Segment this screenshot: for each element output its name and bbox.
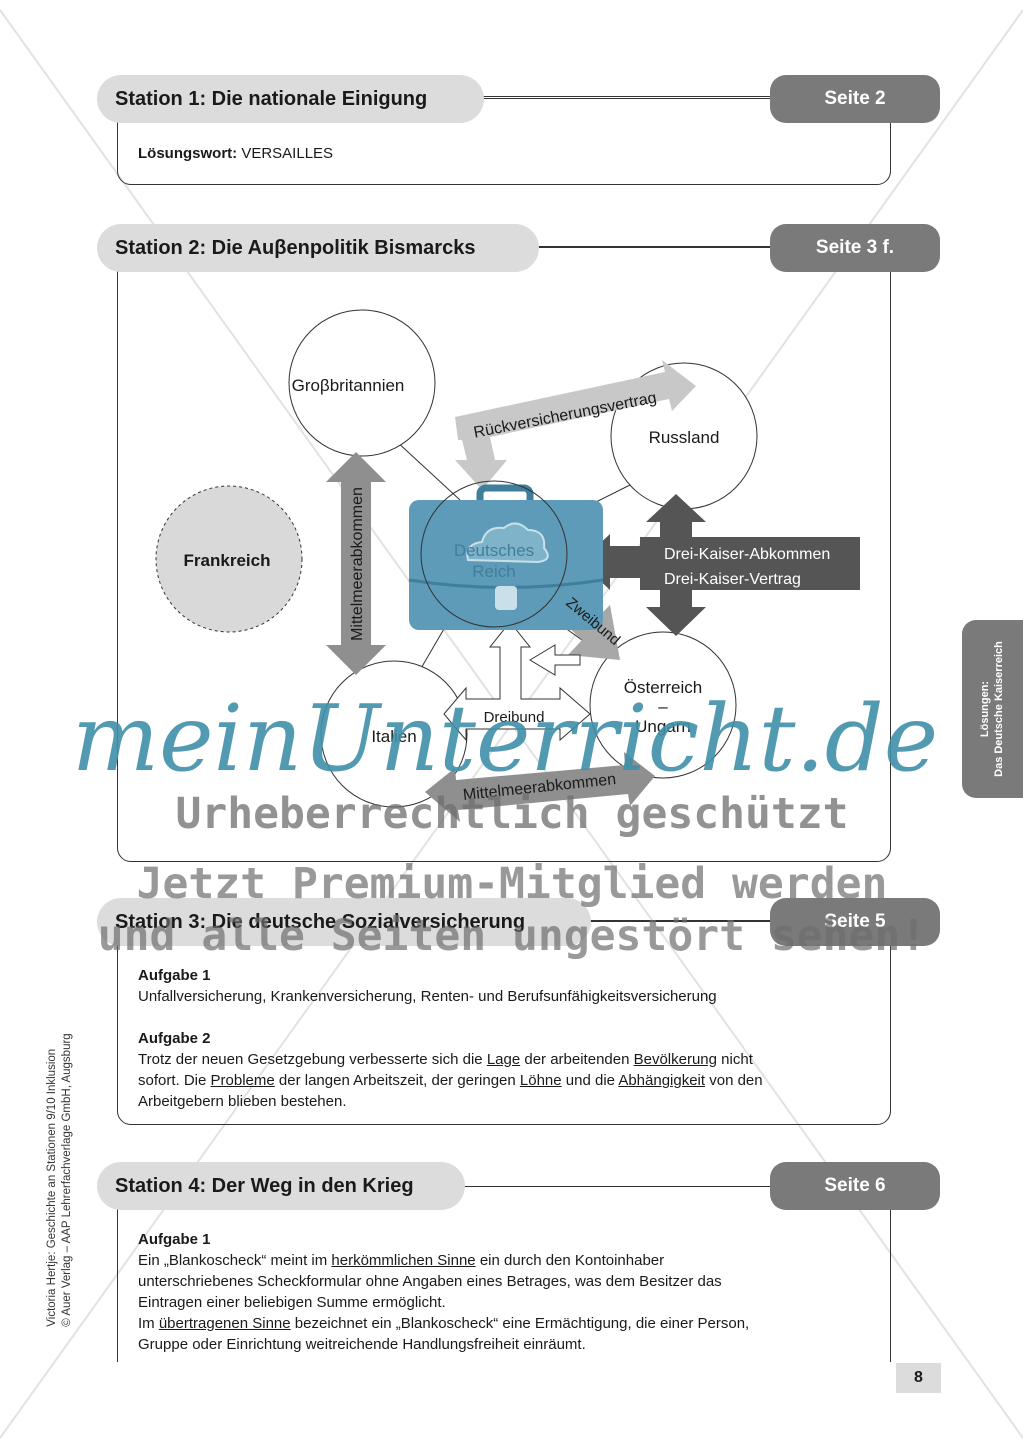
station1-box: [117, 96, 891, 185]
s3-a1-label: Aufgabe 1: [138, 967, 211, 984]
label-russland: Russland: [649, 428, 720, 447]
station4-page: Seite 6: [770, 1162, 940, 1210]
dreibund-arrows: [443, 621, 591, 742]
s4-line3: Eintragen einer beliebigen Summe ermögli…: [138, 1294, 446, 1311]
station3-line: [588, 921, 775, 922]
label-deutsches-2: Reich: [472, 562, 515, 581]
mittelmeer-vertical-arrow: [326, 452, 386, 675]
station1-line: [480, 98, 775, 99]
station1-title: Station 1: Die nationale Einigung: [97, 75, 484, 123]
s3-a2-line2: sofort. Die Probleme der langen Arbeitsz…: [138, 1072, 763, 1089]
label-oesterreich-2: –: [658, 697, 668, 716]
circle-italien: [320, 660, 468, 808]
station2-page: Seite 3 f.: [770, 224, 940, 272]
chapter-side-tab-text: Lösungen: Das Deutsche Kaiserreich: [979, 641, 1005, 777]
label-dreikaiser-1: Drei-Kaiser-Abkommen: [664, 546, 830, 563]
circle-frankreich: [155, 485, 303, 633]
label-grossbritannien: Groβbritannien: [292, 376, 405, 395]
label-dreibund: Dreibund: [484, 709, 545, 726]
station4-content: Aufgabe 1 Ein „Blankoscheck“ meint im he…: [138, 1229, 878, 1355]
station1-page: Seite 2: [770, 75, 940, 123]
station4-line: [462, 1186, 775, 1187]
s4-line4: Im übertragenen Sinne bezeichnet ein „Bl…: [138, 1315, 750, 1332]
label-italien: Italien: [371, 727, 416, 746]
circle-grossbritannien: [288, 309, 436, 457]
label-frankreich: Frankreich: [184, 551, 271, 570]
page-number: 8: [896, 1363, 941, 1393]
label-mittelmeer-vertical: Mittelmeerabkommen: [349, 487, 366, 641]
s4-line1: Ein „Blankoscheck“ meint im herkömmliche…: [138, 1252, 665, 1269]
mittelmeer-bottom-arrow: [425, 752, 655, 822]
publisher-credit: Victoria Hertje: Geschichte an Stationen…: [46, 1033, 73, 1327]
dreikaiser-arrow: [580, 494, 860, 636]
rueckversicherung-arrow: [455, 360, 696, 490]
station3-page: Seite 5: [770, 898, 940, 946]
station3-title: Station 3: Die deutsche Sozialversicheru…: [97, 898, 591, 946]
s3-a2-line3: Arbeitgebern blieben bestehen.: [138, 1093, 347, 1110]
s4-line5: Gruppe oder Einrichtung weitreichende Ha…: [138, 1336, 586, 1353]
station4-title: Station 4: Der Weg in den Krieg: [97, 1162, 465, 1210]
s4-line2: unterschriebenes Scheckformular ohne Ang…: [138, 1273, 722, 1290]
circle-deutsches-reich: [420, 480, 568, 628]
s4-a1-label: Aufgabe 1: [138, 1231, 211, 1248]
label-dreikaiser-2: Drei-Kaiser-Vertrag: [664, 571, 801, 588]
label-oesterreich-1: Österreich: [624, 678, 702, 697]
briefcase-icon: [408, 484, 604, 630]
circle-oesterreich: [589, 631, 737, 779]
station4-box: [117, 1186, 891, 1362]
station3-content: Aufgabe 1 Unfallversicherung, Krankenver…: [138, 965, 878, 1112]
station1-answer: Lösungswort: VERSAILLES: [138, 145, 334, 162]
s3-a1-text: Unfallversicherung, Krankenversicherung,…: [138, 988, 717, 1005]
station2-line: [535, 247, 775, 248]
s3-a2-line1: Trotz der neuen Gesetzgebung verbesserte…: [138, 1051, 753, 1068]
station2-title: Station 2: Die Auβenpolitik Bismarcks: [97, 224, 539, 272]
label-oesterreich-3: Ungarn: [635, 717, 691, 736]
label-deutsches-1: Deutsches: [454, 541, 534, 560]
chapter-side-tab: [962, 620, 1023, 798]
s3-a2-label: Aufgabe 2: [138, 1030, 211, 1047]
